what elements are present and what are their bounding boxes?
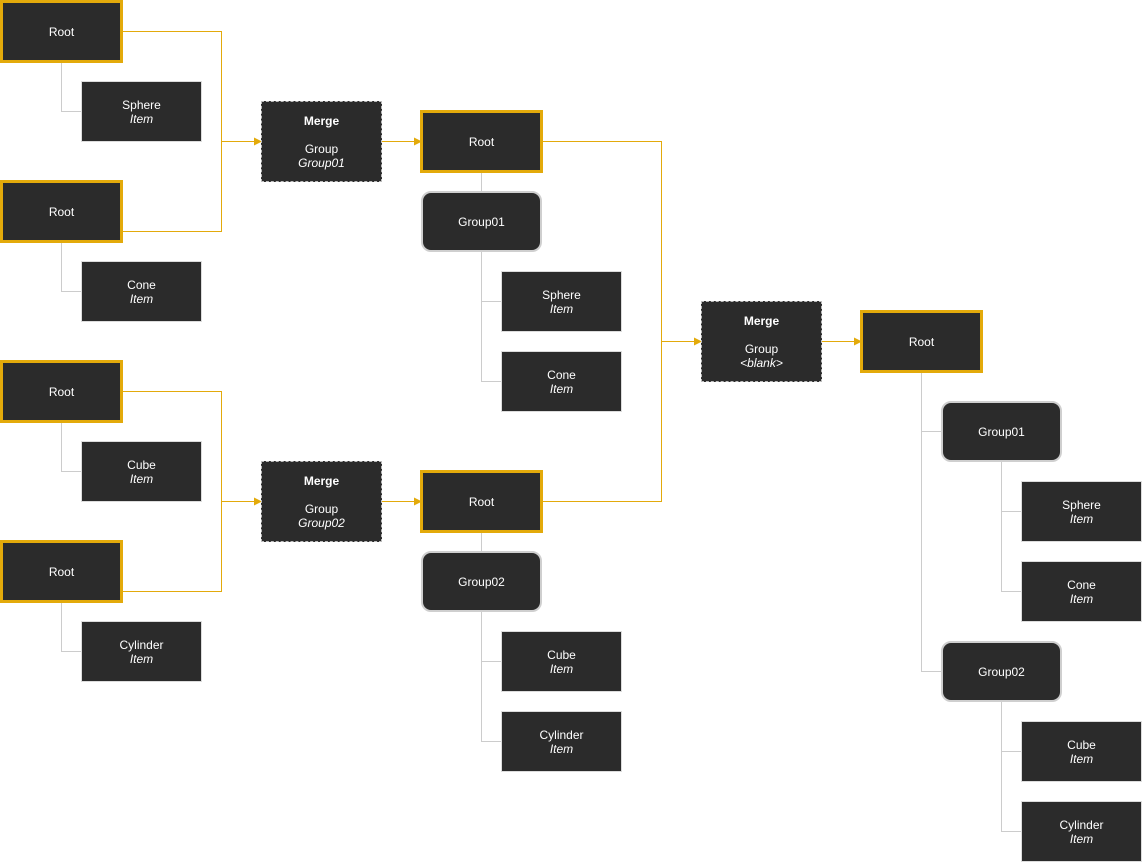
merge-param-value: Group01 — [298, 155, 345, 170]
item-name: Cone — [1067, 577, 1096, 592]
merge-param-value: <blank> — [740, 355, 783, 370]
item-node-cylinder[interactable]: Cylinder Item — [501, 711, 622, 772]
item-type: Item — [549, 661, 574, 676]
root-label: Root — [48, 564, 75, 579]
merge-param-label: Group — [744, 341, 779, 356]
item-type: Item — [129, 471, 154, 486]
item-type: Item — [549, 741, 574, 756]
item-name: Cube — [127, 457, 156, 472]
merge-title: Merge — [743, 313, 780, 328]
item-type: Item — [129, 291, 154, 306]
item-type: Item — [1069, 831, 1094, 846]
item-node-sphere[interactable]: Sphere Item — [501, 271, 622, 332]
root-label: Root — [468, 134, 495, 149]
merge-title: Merge — [303, 113, 340, 128]
item-type: Item — [1069, 591, 1094, 606]
item-node-cylinder[interactable]: Cylinder Item — [1021, 801, 1142, 862]
item-name: Cylinder — [1059, 817, 1104, 832]
group-label: Group02 — [458, 574, 505, 589]
root-label: Root — [908, 334, 935, 349]
merge-connector — [542, 141, 662, 502]
item-name: Sphere — [1062, 497, 1101, 512]
group-node-group01[interactable]: Group01 — [941, 401, 1062, 462]
tree-connector — [1001, 702, 1022, 832]
item-name: Cone — [547, 367, 576, 382]
item-node-sphere[interactable]: Sphere Item — [1021, 481, 1142, 542]
tree-connector — [61, 422, 82, 472]
group-node-group02[interactable]: Group02 — [421, 551, 542, 612]
item-name: Cylinder — [539, 727, 584, 742]
item-node-cube[interactable]: Cube Item — [81, 441, 202, 502]
root-node[interactable]: Root — [0, 540, 123, 603]
root-node[interactable]: Root — [0, 0, 123, 63]
item-node-cone[interactable]: Cone Item — [81, 261, 202, 322]
item-type: Item — [129, 651, 154, 666]
root-label: Root — [48, 24, 75, 39]
item-type: Item — [549, 301, 574, 316]
group-label: Group02 — [978, 664, 1025, 679]
item-name: Cone — [127, 277, 156, 292]
tree-connector — [61, 62, 82, 112]
merge-node-blank[interactable]: Merge Group <blank> — [701, 301, 822, 382]
item-node-cone[interactable]: Cone Item — [1021, 561, 1142, 622]
root-label: Root — [48, 204, 75, 219]
root-node[interactable]: Root — [0, 180, 123, 243]
tree-connector — [61, 602, 82, 652]
item-name: Cube — [547, 647, 576, 662]
tree-connector — [481, 252, 502, 382]
item-type: Item — [129, 111, 154, 126]
item-name: Sphere — [122, 97, 161, 112]
tree-connector — [61, 242, 82, 292]
root-node[interactable]: Root — [860, 310, 983, 373]
tree-connector — [1001, 462, 1022, 592]
item-node-cone[interactable]: Cone Item — [501, 351, 622, 412]
merge-param-value: Group02 — [298, 515, 345, 530]
root-label: Root — [48, 384, 75, 399]
merge-connector — [122, 391, 222, 592]
merge-connector — [122, 31, 222, 232]
tree-connector — [921, 372, 942, 672]
item-node-sphere[interactable]: Sphere Item — [81, 81, 202, 142]
item-name: Cylinder — [119, 637, 164, 652]
tree-connector — [481, 612, 502, 742]
merge-param-label: Group — [304, 141, 339, 156]
item-node-cube[interactable]: Cube Item — [501, 631, 622, 692]
group-node-group01[interactable]: Group01 — [421, 191, 542, 252]
group-label: Group01 — [458, 214, 505, 229]
item-type: Item — [1069, 511, 1094, 526]
group-node-group02[interactable]: Group02 — [941, 641, 1062, 702]
merge-node-group02[interactable]: Merge Group Group02 — [261, 461, 382, 542]
root-node[interactable]: Root — [0, 360, 123, 423]
item-node-cylinder[interactable]: Cylinder Item — [81, 621, 202, 682]
item-name: Cube — [1067, 737, 1096, 752]
root-label: Root — [468, 494, 495, 509]
item-name: Sphere — [542, 287, 581, 302]
merge-title: Merge — [303, 473, 340, 488]
item-node-cube[interactable]: Cube Item — [1021, 721, 1142, 782]
root-node[interactable]: Root — [420, 110, 543, 173]
merge-node-group01[interactable]: Merge Group Group01 — [261, 101, 382, 182]
merge-param-label: Group — [304, 501, 339, 516]
item-type: Item — [549, 381, 574, 396]
root-node[interactable]: Root — [420, 470, 543, 533]
item-type: Item — [1069, 751, 1094, 766]
group-label: Group01 — [978, 424, 1025, 439]
